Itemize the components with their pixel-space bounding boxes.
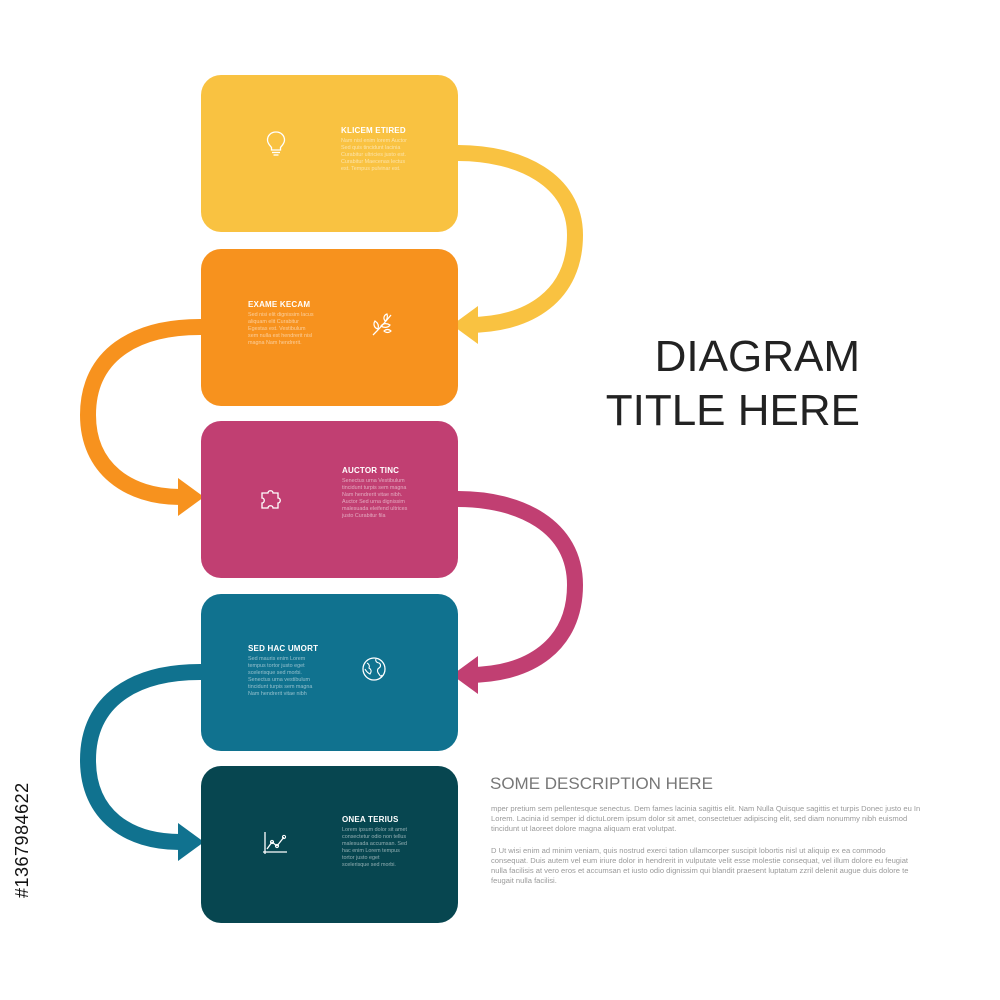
globe-icon [362, 657, 386, 681]
step-text-5: Lorem ipsum dolor sit amet consectetur o… [342, 827, 408, 868]
connector-arrow-4 [79, 664, 220, 850]
arrowhead-4 [178, 823, 204, 861]
step-title-3: AUCTOR TINC [342, 466, 400, 475]
description-paragraph-2: D Ut wisi enim ad minim veniam, quis nos… [491, 846, 909, 885]
step-card-5: ONEA TERIUS Lorem ipsum dolor sit amet c… [201, 766, 458, 923]
description-heading: SOME DESCRIPTION HERE [490, 774, 713, 793]
line-chart-icon [263, 832, 287, 854]
step-text-4: Sed mauris enim Lorem tempus tortor just… [248, 656, 313, 697]
step-card-3: AUCTOR TINC Senectus urna Vestibulum tin… [201, 421, 458, 578]
step-card-4: SED HAC UMORT Sed mauris enim Lorem temp… [201, 594, 458, 751]
diagram-title-line-1: DIAGRAM [654, 332, 860, 381]
step-title-1: KLICEM ETIRED [341, 126, 406, 135]
diagram-title-line-2: TITLE HERE [605, 386, 860, 435]
step-title-2: EXAME KECAM [248, 300, 311, 309]
puzzle-icon [261, 490, 281, 509]
step-title-5: ONEA TERIUS [342, 815, 399, 824]
diagram-title: DIAGRAM TITLE HERE [606, 330, 860, 438]
connector-arrow-2 [79, 319, 220, 505]
step-card-2: EXAME KECAM Sed nisi elit dignissim lacu… [201, 249, 458, 406]
step-title-4: SED HAC UMORT [248, 644, 319, 653]
step-card-1: KLICEM ETIRED Nam nisl enim lorem Auctor… [201, 75, 458, 232]
step-text-1: Nam nisl enim lorem Auctor Sed quis tinc… [341, 138, 407, 172]
arrowhead-3 [452, 656, 478, 694]
connector-arrow-3 [440, 491, 584, 683]
arrowhead-1 [452, 306, 478, 344]
description-paragraph-1: mper pretium sem pellentesque senectus. … [491, 804, 921, 833]
step-text-2: Sed nisi elit dignissim lacus aliquam el… [248, 312, 314, 346]
connector-arrow-1 [440, 145, 584, 333]
leaves-icon [372, 313, 392, 336]
step-text-3: Senectus urna Vestibulum tincidunt turpi… [342, 478, 408, 519]
arrowhead-2 [178, 478, 204, 516]
stock-id-label: #1367984622 [12, 782, 32, 898]
lightbulb-icon [266, 131, 286, 156]
